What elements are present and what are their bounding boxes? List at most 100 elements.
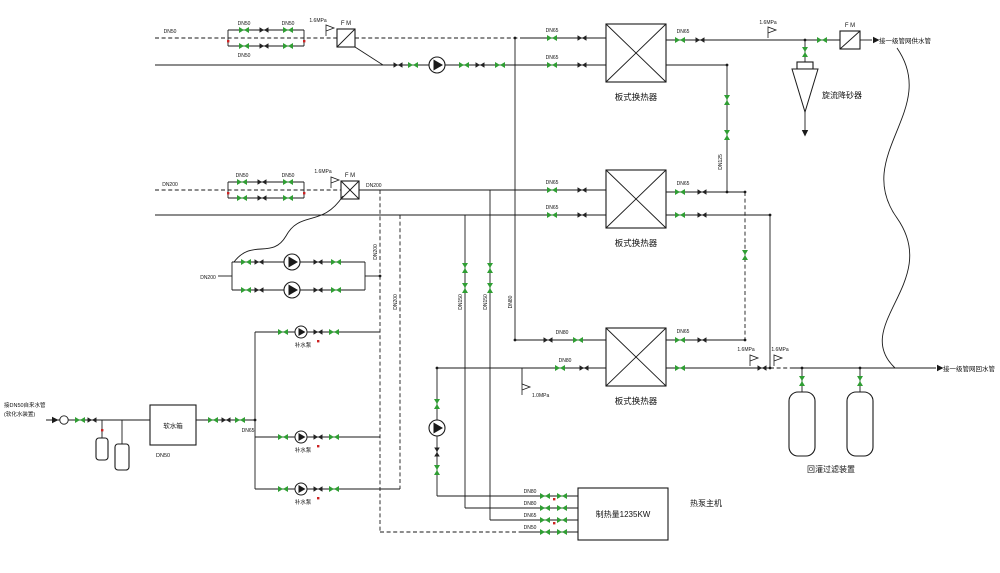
- cyclone-label: 旋流降砂器: [822, 90, 862, 100]
- top-primary-pipes: [155, 29, 606, 66]
- svg-text:DN80: DN80: [508, 295, 514, 308]
- pump-icon: [294, 482, 308, 496]
- hx2-right-pipes: DN65: [666, 181, 771, 368]
- pump-icon: [428, 419, 446, 437]
- center-manifold-pipes: DN200 DN200 DN150 DN150 DN80: [373, 38, 516, 532]
- supply-flowmeter: F M 接一级管网供水管: [839, 23, 932, 50]
- svg-text:DN65: DN65: [546, 28, 559, 34]
- pump-icon: [294, 325, 308, 339]
- svg-text:DN80: DN80: [559, 358, 572, 364]
- pressure-flag-icon: [521, 383, 531, 396]
- makeup-water-system: 接DN50自来水管 (软化水装置) 软水箱 DN50 DN65: [4, 332, 256, 489]
- supply-pipes: [666, 39, 872, 192]
- network-flex-pipe: [881, 47, 911, 369]
- mid-pipe-labels: DN50 DN50 DN200 DN200 DN65 DN65: [162, 173, 558, 211]
- heat-exchanger-3: 板式换热器: [605, 327, 667, 406]
- arrow-icon: [52, 416, 59, 424]
- svg-text:DN50: DN50: [164, 29, 177, 35]
- svg-text:F M: F M: [845, 23, 855, 29]
- svg-text:DN50: DN50: [156, 453, 170, 459]
- svg-text:1.6MPa: 1.6MPa: [759, 20, 776, 26]
- svg-text:DN200: DN200: [393, 294, 399, 310]
- svg-text:DN50: DN50: [238, 53, 251, 59]
- top-valves: [239, 27, 587, 74]
- pump-icon: [294, 430, 308, 444]
- filter-vessel-1: [788, 391, 816, 457]
- svg-text:DN80: DN80: [524, 489, 537, 495]
- cyclone-separator: 旋流降砂器: [791, 40, 862, 137]
- svg-text:DN50: DN50: [238, 21, 251, 27]
- top-flowmeter: F M 1.6MPa: [309, 18, 356, 48]
- svg-text:1.0MPa: 1.0MPa: [532, 393, 549, 399]
- svg-text:DN200: DN200: [162, 182, 178, 188]
- svg-text:DN65: DN65: [677, 181, 690, 187]
- hx3-label: 板式换热器: [615, 396, 658, 406]
- makeup-pump-row-1: 补水泵: [255, 325, 380, 349]
- svg-text:DN125: DN125: [718, 154, 724, 170]
- heat-pump-unit: DN80 DN80 DN65 DN50 制热量1235KW 热泵主机: [380, 487, 722, 541]
- svg-text:DN80: DN80: [524, 501, 537, 507]
- svg-text:DN150: DN150: [458, 294, 464, 310]
- filter-vessel-2: [846, 391, 874, 457]
- pressure-flag-icon: [325, 24, 335, 37]
- drain-marks: [101, 40, 556, 525]
- pump-icon: [428, 56, 446, 74]
- svg-text:DN65: DN65: [546, 180, 559, 186]
- softener-label: 软水箱: [163, 421, 183, 430]
- svg-text:DN200: DN200: [200, 275, 216, 281]
- svg-text:DN65: DN65: [677, 29, 690, 35]
- pressure-label: 1.6MPa: [309, 18, 326, 24]
- hp-feed-pump: [428, 368, 446, 496]
- svg-text:DN65: DN65: [546, 205, 559, 211]
- svg-text:DN65: DN65: [524, 513, 537, 519]
- svg-text:DN50: DN50: [282, 21, 295, 27]
- hx2-label: 板式换热器: [615, 238, 658, 248]
- supply-pipe-label: 接一级管网供水管: [879, 36, 932, 45]
- mid-flowmeter: F M 1.6MPa: [314, 169, 360, 200]
- mid-valves: [237, 179, 587, 218]
- svg-text:1.6MPa: 1.6MPa: [737, 347, 754, 353]
- makeup-pump-row-2: 补水泵: [255, 430, 380, 454]
- hx3-right-return: DN65 1.6MPa 1.6MPa 接一级管网回水管: [666, 329, 996, 373]
- pump-icon: [283, 253, 301, 271]
- water-meter-icon: [59, 415, 69, 425]
- filter-label: 回灌过滤装置: [807, 464, 855, 474]
- pressure-flag-icon: [330, 176, 340, 189]
- svg-text:F M: F M: [345, 173, 355, 179]
- heat-pump-box: [577, 487, 669, 541]
- softener-box: [149, 404, 197, 446]
- dosing-tank-2: [114, 443, 130, 471]
- svg-text:DN200: DN200: [366, 183, 382, 189]
- svg-text:1.6MPa: 1.6MPa: [314, 169, 331, 175]
- svg-text:DN200: DN200: [373, 244, 379, 260]
- twin-pump-group: DN200: [200, 195, 380, 299]
- arrow-icon: [801, 130, 809, 137]
- svg-text:DN50: DN50: [236, 173, 249, 179]
- makeup-pump-row-3: 补水泵: [255, 482, 400, 506]
- top-pipe-labels: DN50 DN50 DN50 DN50 DN65 DN65: [164, 21, 559, 61]
- svg-text:DN50: DN50: [282, 173, 295, 179]
- tap-water-label: 接DN50自来水管: [4, 401, 46, 409]
- svg-text:1.6MPa: 1.6MPa: [771, 347, 788, 353]
- hx1-label: 板式换热器: [615, 92, 658, 102]
- svg-text:DN65: DN65: [677, 329, 690, 335]
- softener-note-label: (软化水装置): [4, 410, 35, 418]
- svg-text:DN150: DN150: [483, 294, 489, 310]
- dosing-tank-1: [95, 437, 109, 461]
- filter-vessels: 回灌过滤装置: [788, 368, 874, 474]
- junction-dots: [253, 36, 862, 422]
- heat-pump-capacity: 制热量1235KW: [596, 509, 651, 519]
- heat-exchanger-2: 板式换热器: [605, 169, 667, 248]
- svg-text:补水泵: 补水泵: [295, 341, 312, 349]
- svg-text:DN80: DN80: [556, 330, 569, 336]
- hx3-left-pipes: DN80 DN80 1.0MPa: [437, 330, 606, 399]
- pressure-flag-icon: [767, 26, 777, 39]
- pump-icon: [283, 281, 301, 299]
- flowmeter-label: F M: [341, 21, 351, 27]
- heat-exchanger-1: 板式换热器: [605, 23, 667, 102]
- svg-text:DN65: DN65: [242, 428, 255, 434]
- pressure-flag-icon: [749, 354, 759, 367]
- pressure-flag-icon: [773, 354, 783, 367]
